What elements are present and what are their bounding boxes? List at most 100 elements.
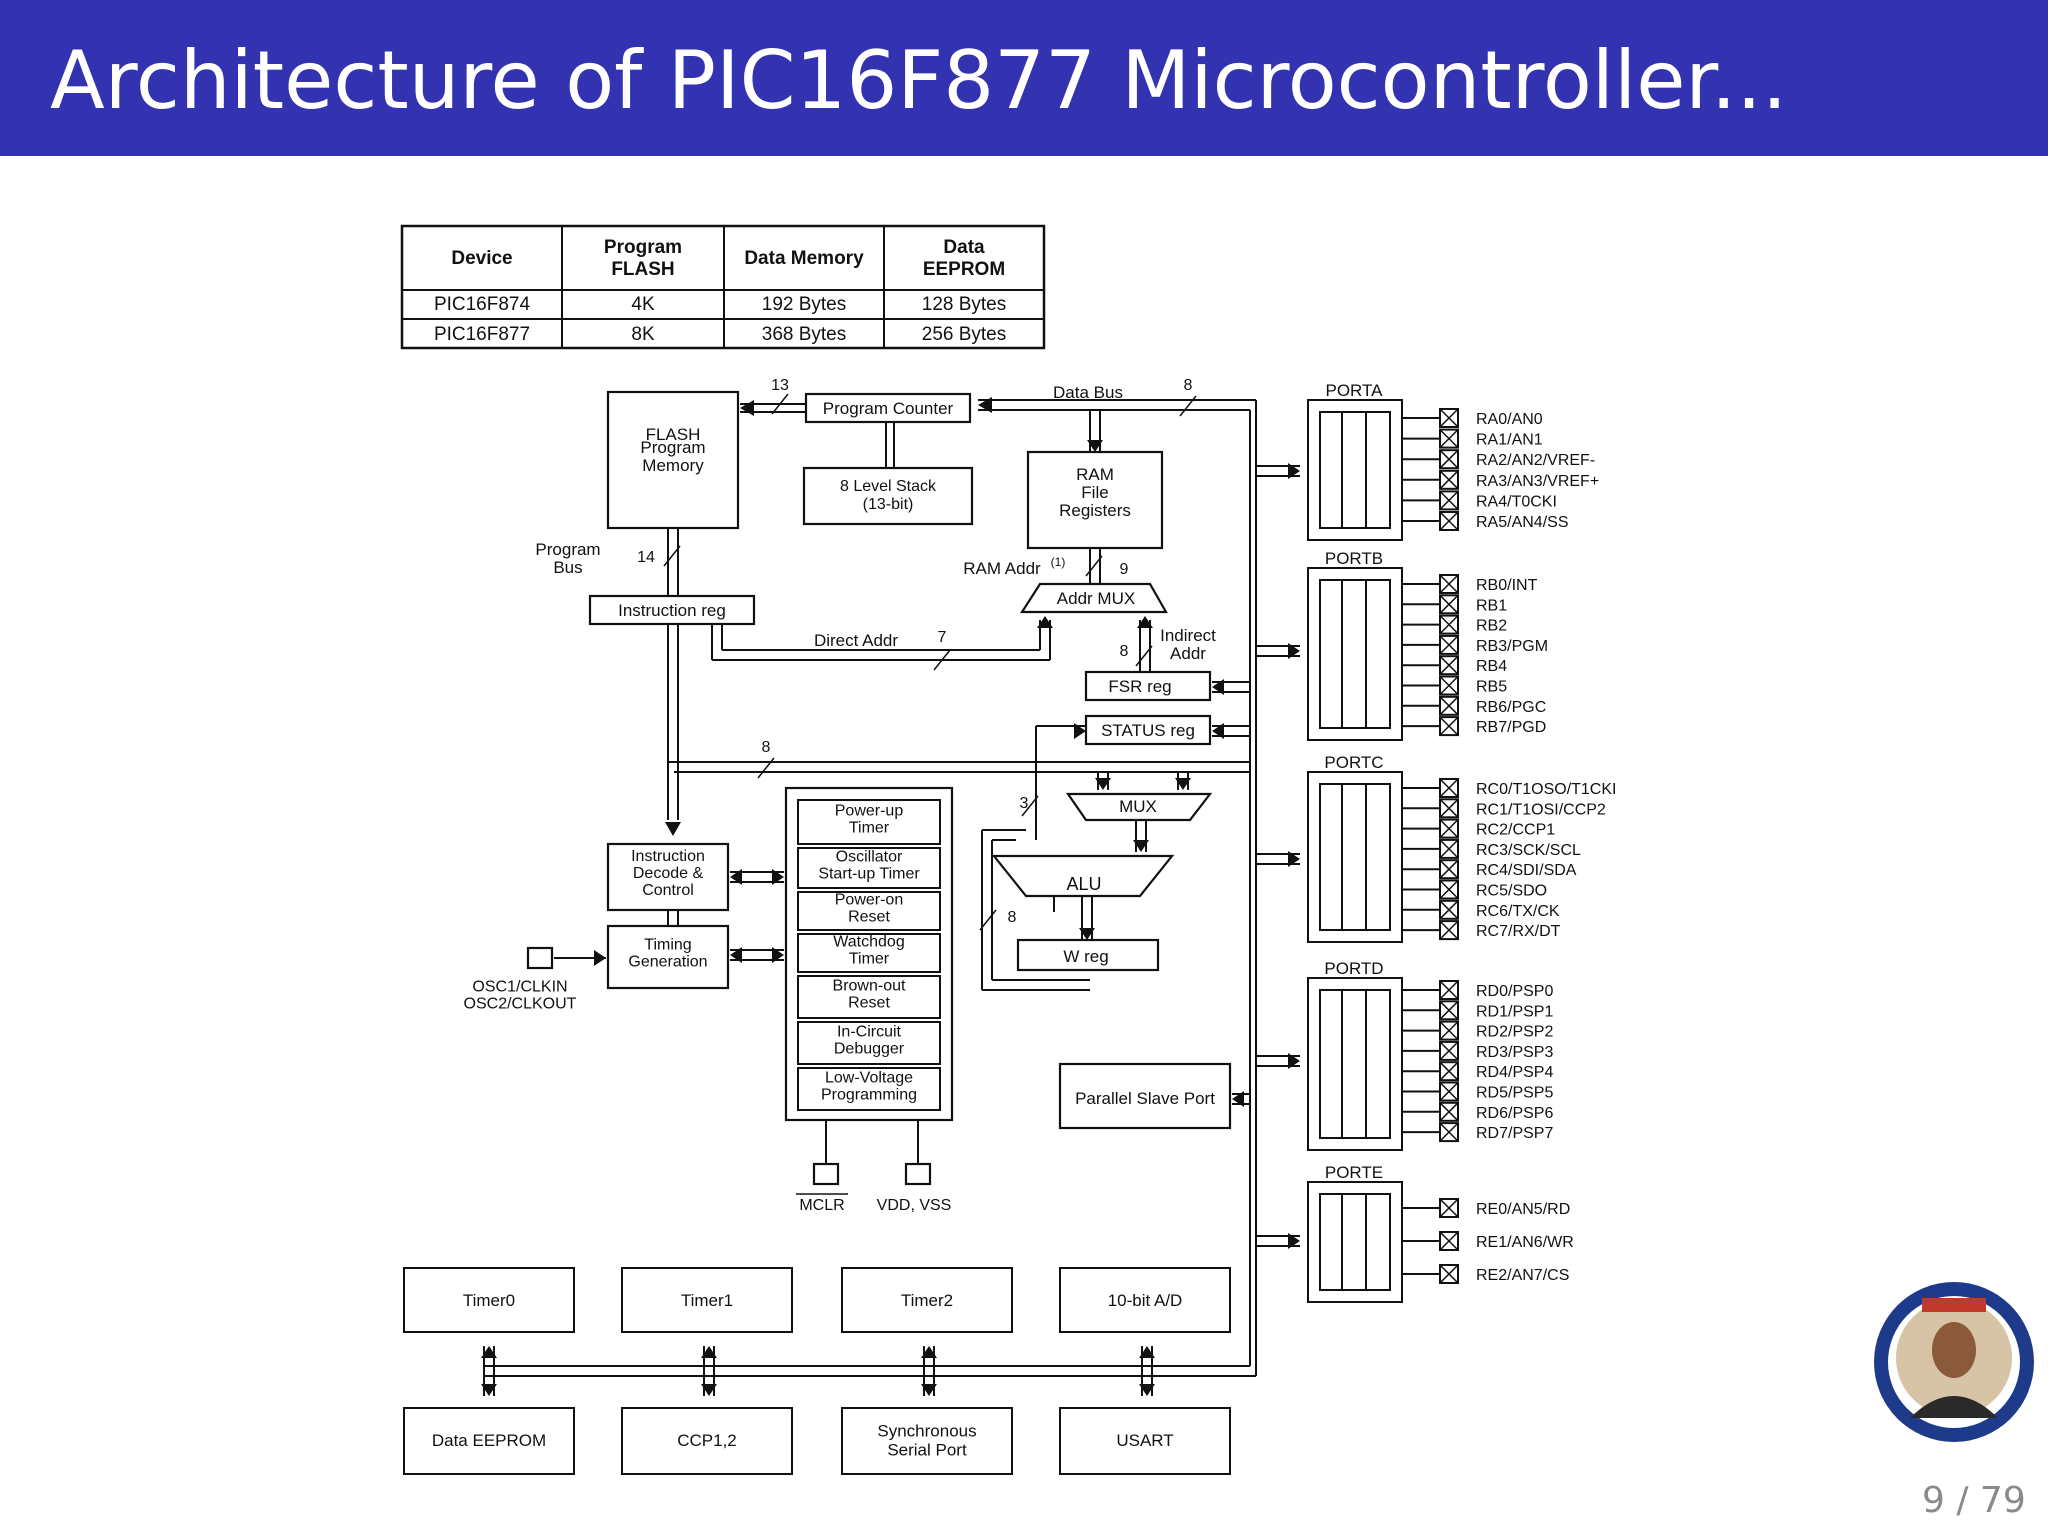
device-table [400, 224, 1046, 350]
power-block-3 [797, 933, 941, 973]
ram-file-registers-block [1026, 450, 1164, 550]
pin-cross [1439, 1264, 1459, 1284]
status-reg-label: STATUS reg [1101, 721, 1195, 740]
mclr-pin [812, 1162, 840, 1186]
table-cell: PIC16F877 [434, 324, 530, 345]
pin-label: RB0/INT [1476, 577, 1538, 594]
peripheral-block-3 [1059, 1267, 1231, 1333]
academy-logo [1874, 1282, 2034, 1442]
pin-label: RC5/SDO [1476, 883, 1547, 900]
instruction-decode-label: Decode & [633, 865, 704, 882]
instruction-reg-label: Instruction reg [618, 601, 726, 620]
peripheral-block-7 [1059, 1407, 1231, 1475]
program-counter-block [804, 392, 972, 424]
peripheral-label: Data EEPROM [432, 1431, 546, 1450]
pin-cross [1439, 574, 1459, 594]
table-header: Data [943, 237, 985, 258]
pin-label: RD4/PSP4 [1476, 1064, 1553, 1081]
flash-label: Program [640, 438, 705, 457]
osc-label: OSC1/CLKIN [472, 979, 567, 996]
bus-width-label: 8 [1184, 377, 1193, 394]
peripheral-label: Synchronous [877, 1422, 976, 1441]
power-block-label: Low-Voltage [825, 1070, 913, 1087]
fsr-reg-label: FSR reg [1108, 677, 1171, 696]
port-name: PORTD [1324, 959, 1383, 978]
bus-width-tick [1135, 645, 1153, 667]
program-counter-label: Program Counter [823, 399, 954, 418]
pin-cross [1439, 1061, 1459, 1081]
table-cell: 256 Bytes [922, 324, 1007, 345]
vdd-pin [904, 1162, 932, 1186]
stack-block [802, 466, 974, 526]
data-bus-label: Data Bus [1053, 383, 1123, 402]
pin-cross [1439, 1000, 1459, 1020]
vdd-vss-label: VDD, VSS [877, 1197, 952, 1214]
addr-mux-label: Addr MUX [1057, 589, 1135, 608]
ram-addr-superscript: (1) [1051, 555, 1066, 569]
pin-cross [1439, 635, 1459, 655]
pin-label: RD6/PSP6 [1476, 1105, 1553, 1122]
peripheral-block-2 [841, 1267, 1013, 1333]
power-block-5 [797, 1021, 941, 1065]
pin-cross [1439, 778, 1459, 798]
fsr-reg-block [1084, 670, 1212, 702]
timing-generation-block [606, 924, 730, 990]
pin-label: RE0/AN5/RD [1476, 1201, 1570, 1218]
peripheral-label: Timer1 [681, 1291, 733, 1310]
table-cell: 368 Bytes [762, 324, 847, 345]
port-name: PORTC [1324, 753, 1383, 772]
pin-label: RA0/AN0 [1476, 411, 1543, 428]
port-name: PORTB [1325, 549, 1383, 568]
table-header: FLASH [611, 259, 674, 280]
alu-label: ALU [1066, 874, 1101, 894]
parallel-slave-port-label: Parallel Slave Port [1075, 1089, 1215, 1108]
bus-width-tick [663, 545, 681, 567]
power-block-4 [797, 975, 941, 1019]
pin-label: RC2/CCP1 [1476, 822, 1555, 839]
peripheral-block-6 [841, 1407, 1013, 1475]
pin-cross [1439, 1198, 1459, 1218]
power-block-0 [797, 799, 941, 845]
peripheral-label: Serial Port [887, 1441, 967, 1460]
pin-cross [1439, 819, 1459, 839]
parallel-slave-port-block [1058, 1062, 1232, 1130]
pin-label: RC0/T1OSO/T1CKI [1476, 781, 1616, 798]
pin-cross [1439, 1102, 1459, 1122]
bus-width-label: 14 [637, 549, 655, 566]
pin-cross [1439, 594, 1459, 614]
peripheral-block-4 [403, 1407, 575, 1475]
instruction-decode-label: Instruction [631, 848, 705, 865]
bus-width-tick [1021, 795, 1039, 817]
instruction-decode-label: Control [642, 882, 694, 899]
bus-width-tick [1085, 555, 1103, 577]
power-block-1 [797, 847, 941, 889]
indirect-addr-label: Addr [1170, 644, 1206, 663]
ram-label: File [1081, 483, 1108, 502]
power-block-label: Programming [821, 1087, 917, 1104]
ram-label: RAM [1076, 465, 1114, 484]
pin-label: RB4 [1476, 658, 1507, 675]
arrows [481, 397, 1300, 1396]
port-latch-4 [1319, 1193, 1391, 1291]
pin-label: RD5/PSP5 [1476, 1085, 1553, 1102]
stack-label: (13-bit) [863, 496, 914, 513]
pin-label: RD7/PSP7 [1476, 1125, 1553, 1142]
port-latch-3 [1319, 989, 1391, 1139]
power-block-label: Timer [849, 820, 890, 837]
power-block-label: In-Circuit [837, 1024, 902, 1041]
pin-label: RB1 [1476, 597, 1507, 614]
table-header: EEPROM [923, 259, 1005, 280]
stack-label: 8 Level Stack [840, 478, 937, 495]
pin-label: RA5/AN4/SS [1476, 514, 1568, 531]
peripheral-block-0 [403, 1267, 575, 1333]
table-header: Data Memory [744, 248, 864, 269]
flash-label: Memory [642, 456, 704, 475]
peripheral-label: USART [1116, 1431, 1173, 1450]
addr-mux-block [1019, 582, 1168, 614]
pin-cross [1439, 470, 1459, 490]
instruction-reg-block [588, 594, 756, 626]
direct-addr-label: Direct Addr [814, 631, 898, 650]
pin-label: RC6/TX/CK [1476, 903, 1560, 920]
bus-width-tick [757, 757, 775, 779]
pin-label: RD0/PSP0 [1476, 983, 1553, 1000]
